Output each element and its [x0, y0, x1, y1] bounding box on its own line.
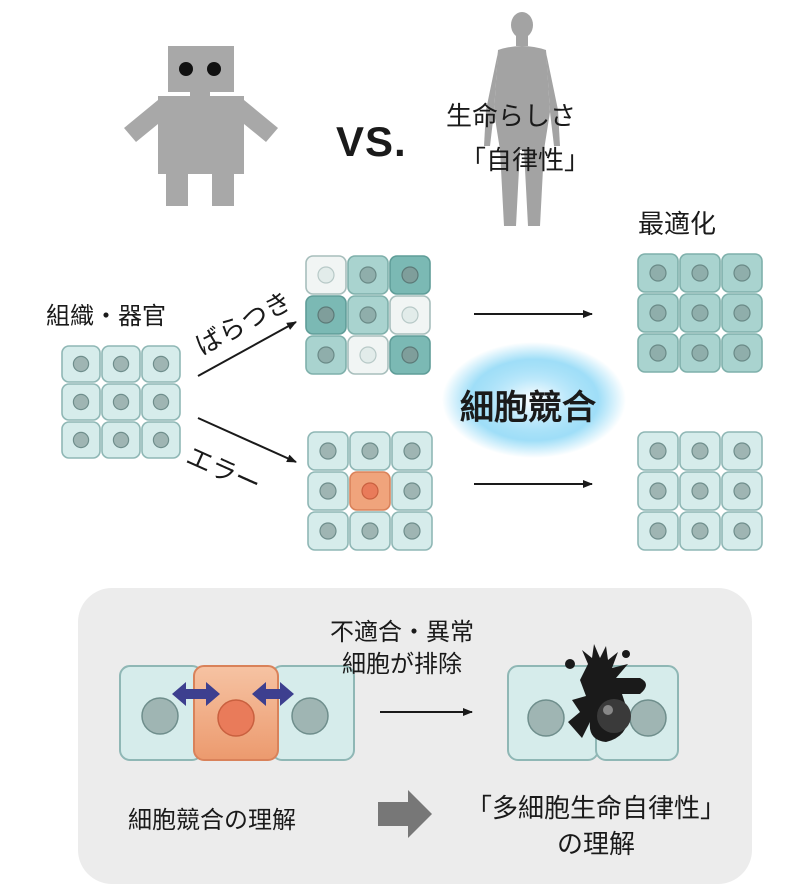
competition-understanding-label: 細胞競合の理解: [128, 806, 296, 834]
error-cell-grid: [307, 431, 433, 551]
cell-nucleus: [152, 355, 170, 373]
cell-nucleus: [733, 442, 751, 460]
arrow-to-variation: [197, 321, 297, 377]
cell-nucleus: [691, 344, 709, 362]
cell-nucleus: [649, 344, 667, 362]
cell-nucleus: [319, 522, 337, 540]
cell-nucleus: [112, 393, 130, 411]
cell-nucleus: [359, 266, 377, 284]
cell-nucleus: [401, 266, 419, 284]
bottom-panel: [78, 588, 752, 884]
cell-competition-glow: [442, 342, 626, 458]
cell-competition-label: 細胞競合: [460, 388, 596, 428]
cell-nucleus: [72, 431, 90, 449]
cell-nucleus: [733, 304, 751, 322]
understanding-arrow-icon: [378, 790, 432, 838]
optimization-label: 最適化: [638, 210, 717, 240]
life-likeness-label: 生命らしさ: [446, 102, 577, 132]
human-silhouette-icon: [484, 12, 560, 226]
cell-nucleus: [733, 264, 751, 282]
cell-nucleus: [359, 346, 377, 364]
cell-nucleus: [691, 522, 709, 540]
push-arrow-left-icon: [172, 682, 220, 706]
cell-nucleus: [691, 442, 709, 460]
cell-nucleus: [361, 482, 379, 500]
cell-nucleus: [649, 442, 667, 460]
push-arrow-right-icon: [252, 682, 294, 706]
variation-cell-grid: [305, 255, 431, 375]
cell-nucleus: [152, 431, 170, 449]
cell-nucleus: [319, 482, 337, 500]
cell-nucleus: [649, 304, 667, 322]
dying-cell-icon: [565, 644, 646, 742]
cell-nucleus: [72, 393, 90, 411]
cell-nucleus: [359, 306, 377, 324]
cell-nucleus: [401, 306, 419, 324]
tissue-organ-label: 組織・器官: [46, 302, 166, 330]
cell-nucleus: [403, 482, 421, 500]
cell-nucleus: [361, 522, 379, 540]
cell-nucleus: [317, 346, 335, 364]
cell-nucleus: [403, 442, 421, 460]
cell-nucleus: [733, 344, 751, 362]
cell-nucleus: [319, 442, 337, 460]
autonomy-label: 「自律性」: [460, 146, 591, 176]
tissue-cell-grid: [61, 345, 181, 459]
optimized-cell-grid: [637, 253, 763, 373]
cell-nucleus: [152, 393, 170, 411]
competition-cells: [119, 665, 355, 761]
cell-nucleus: [691, 482, 709, 500]
cell-nucleus: [691, 264, 709, 282]
cell-nucleus: [317, 306, 335, 324]
elimination-label-line1: 不適合・異常: [330, 618, 474, 646]
cleared-cell-grid: [637, 431, 763, 551]
cell-nucleus: [733, 522, 751, 540]
cell-nucleus: [112, 355, 130, 373]
multicellular-autonomy-suffix-label: の理解: [556, 830, 635, 860]
cell-nucleus: [649, 264, 667, 282]
cell-nucleus: [112, 431, 130, 449]
cell-nucleus: [72, 355, 90, 373]
multicellular-autonomy-label: 「多細胞生命自律性」: [465, 794, 726, 824]
cell-nucleus: [317, 266, 335, 284]
cell-nucleus: [733, 482, 751, 500]
cell-nucleus: [361, 442, 379, 460]
robot-icon: [124, 46, 278, 206]
cell-nucleus: [403, 522, 421, 540]
elimination-label-line2: 細胞が排除: [342, 650, 462, 678]
arrow-to-error: [197, 417, 297, 463]
cell-nucleus: [649, 482, 667, 500]
cell-nucleus: [401, 346, 419, 364]
vs-label: VS.: [336, 118, 407, 165]
cell-nucleus: [649, 522, 667, 540]
cell-nucleus: [691, 304, 709, 322]
